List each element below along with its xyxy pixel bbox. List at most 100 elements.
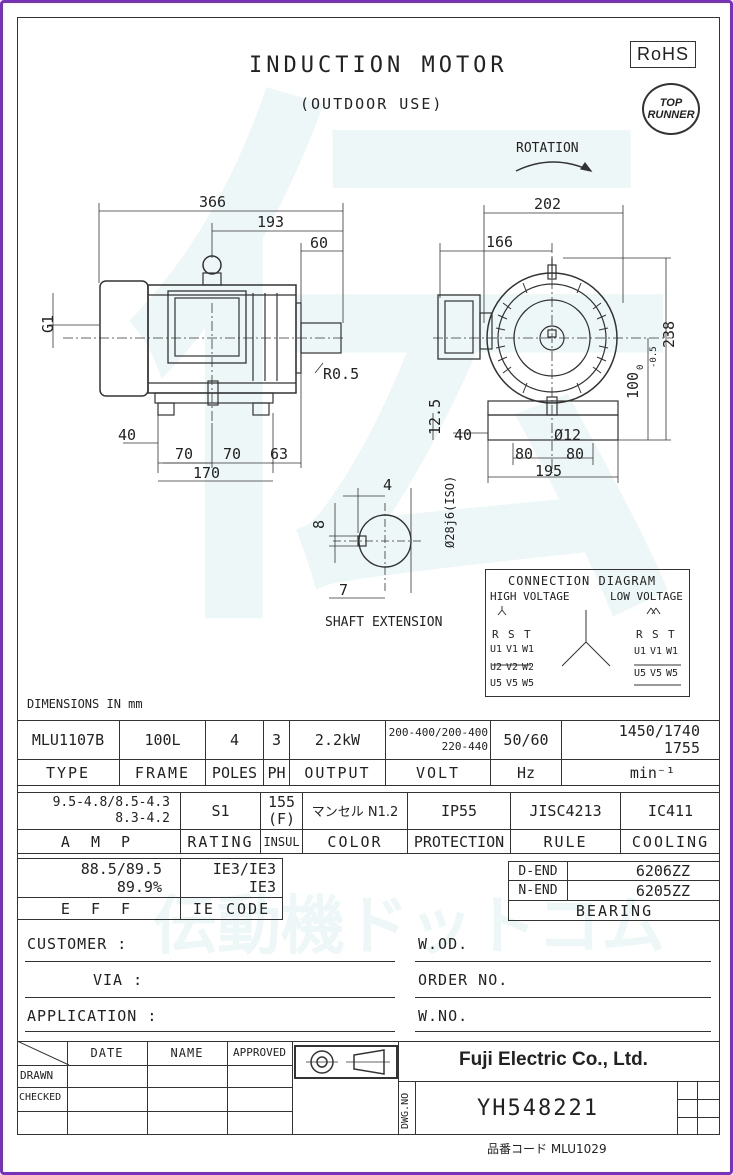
dim-195: 195 (535, 462, 562, 480)
drawing-subtitle: (OUTDOOR USE) (300, 95, 444, 113)
amp-value: 9.5-4.8/8.5-4.3 8.3-4.2 (17, 792, 181, 830)
motor-drawing: ROTATION (27, 141, 678, 711)
rule-label: RULE (511, 830, 621, 854)
insul-label: INSUL (261, 830, 303, 854)
dend-label: D-END (508, 861, 568, 881)
output-label: OUTPUT (290, 760, 386, 786)
dim-d12: Ø12 (554, 426, 581, 444)
dim-60: 60 (310, 234, 328, 252)
poles-label: POLES (206, 760, 264, 786)
color-label: COLOR (303, 830, 408, 854)
connection-diagram: CONNECTION DIAGRAM HIGH VOLTAGE LOW VOLT… (485, 569, 690, 697)
rating-value: S1 (181, 792, 261, 830)
dim-g1: G1 (39, 315, 57, 333)
dim-70a: 70 (175, 445, 193, 463)
projection-symbol (294, 1045, 398, 1079)
customer-label: CUSTOMER : (27, 935, 128, 953)
bearing-label: BEARING (508, 901, 720, 921)
shaft-dim-7: 7 (339, 581, 348, 599)
eff-value: 88.5/89.5 89.9% (17, 858, 181, 898)
dim-202: 202 (534, 195, 561, 213)
ph-value: 3 (264, 720, 290, 760)
nend-value: 6205ZZ (568, 881, 720, 901)
front-fins (495, 282, 609, 394)
high-y-symbol-icon (497, 606, 507, 616)
amp-label: A M P (17, 830, 181, 854)
drawing-frame (17, 17, 720, 1135)
top-runner-logo: TOP RUNNER (642, 83, 700, 135)
title-block: DATE NAME APPROVED DRAWN CHECKED Fuji El… (17, 1041, 720, 1135)
high-voltage-label: HIGH VOLTAGE (490, 590, 570, 603)
dimensions-unit-label: DIMENSIONS IN mm (27, 697, 143, 711)
dim-r05: R0.5 (323, 365, 359, 383)
frame-value: 100L (120, 720, 206, 760)
footer-code: 品番コード MLU1029 (487, 1142, 607, 1156)
min-label: min⁻¹ (562, 760, 720, 786)
drawing-title: INDUCTION MOTOR (249, 53, 508, 78)
wno-label: W.NO. (418, 1007, 469, 1025)
dim-100-tol2: -0.5 (649, 346, 659, 368)
connection-title: CONNECTION DIAGRAM (508, 574, 657, 588)
dend-value: 6206ZZ (568, 861, 720, 881)
cooling-label: COOLING (621, 830, 720, 854)
checked-label: CHECKED (19, 1092, 62, 1103)
protection-label: PROTECTION (408, 830, 511, 854)
dim-366: 366 (199, 193, 226, 211)
type-value: MLU1107B (17, 720, 120, 760)
drawn-label: DRAWN (20, 1069, 54, 1082)
volt-label: VOLT (386, 760, 491, 786)
eff-label: E F F (17, 898, 181, 920)
application-label: APPLICATION : (27, 1007, 158, 1025)
shaft-dim-28: Ø28j6(ISO) (443, 476, 457, 548)
dim-70b: 70 (223, 445, 241, 463)
dim-166: 166 (486, 233, 513, 251)
ph-label: PH (264, 760, 290, 786)
dim-40b: 40 (454, 426, 472, 444)
motor-front-view (433, 243, 673, 473)
hz-value: 50/60 (491, 720, 562, 760)
wod-label: W.OD. (418, 935, 469, 953)
watermark-text: 伝動機ドットコム (153, 890, 665, 964)
front-dimensions (432, 205, 671, 483)
shaft-extension-view (329, 488, 423, 599)
hz-label: Hz (491, 760, 562, 786)
low-yy-symbol-icon (646, 607, 661, 615)
rohs-badge: RoHS (630, 41, 697, 68)
projection-cone-icon (353, 1049, 385, 1075)
dim-100: 100 (624, 372, 642, 399)
dim-80a: 80 (515, 445, 533, 463)
dwg-no-label: DWG.NO (400, 1092, 411, 1129)
protection-value: IP55 (408, 792, 511, 830)
approved-header: APPROVED (233, 1046, 286, 1059)
color-value: マンセル N1.2 (303, 792, 408, 830)
rule-value: JISC4213 (511, 792, 621, 830)
insul-value: 155 (F) (261, 792, 303, 830)
side-dimensions (49, 203, 344, 482)
cooling-value: IC411 (621, 792, 720, 830)
company-name: Fuji Electric Co., Ltd. (459, 1049, 648, 1070)
shaft-dim-8: 8 (310, 520, 328, 529)
shaft-extension-label: SHAFT EXTENSION (325, 615, 442, 630)
dim-100-tol: 0 (636, 365, 646, 370)
nend-label: N-END (508, 881, 568, 901)
dim-238: 238 (660, 321, 678, 348)
dim-40: 40 (118, 426, 136, 444)
dim-12-5: 12.5 (426, 399, 444, 435)
winding-star-icon (561, 610, 611, 667)
dim-80b: 80 (566, 445, 584, 463)
name-header: NAME (170, 1046, 204, 1060)
poles-value: 4 (206, 720, 264, 760)
dim-193: 193 (257, 213, 284, 231)
ie-code-label: IE CODE (181, 898, 283, 920)
frame-label: FRAME (120, 760, 206, 786)
order-no-label: ORDER NO. (418, 971, 509, 989)
type-label: TYPE (17, 760, 120, 786)
dim-170: 170 (193, 464, 220, 482)
dwg-no-value: YH548221 (477, 1096, 599, 1121)
rotation-label: ROTATION (516, 141, 579, 156)
via-label: VIA : (93, 971, 144, 989)
date-header: DATE (90, 1046, 124, 1060)
min-value: 1450/1740 1755 (562, 720, 720, 760)
shaft-dim-4: 4 (383, 476, 392, 494)
